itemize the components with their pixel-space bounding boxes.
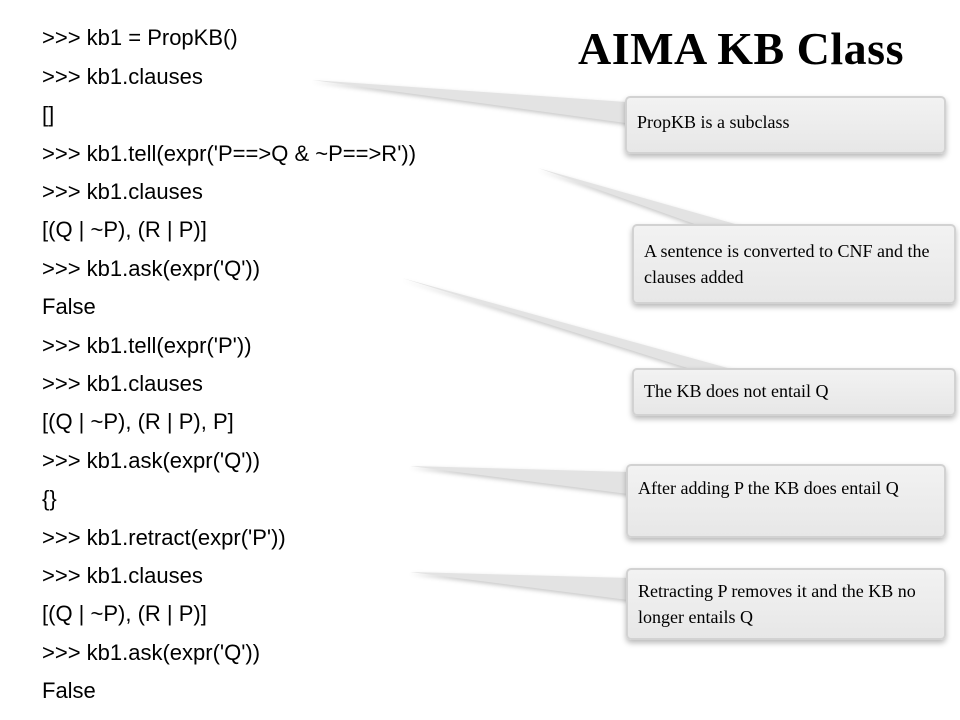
code-line: [(Q | ~P), (R | P), P] <box>42 409 234 434</box>
callout-pointer-1 <box>312 80 640 125</box>
callout-pointer-3 <box>402 278 742 372</box>
code-line: {} <box>42 486 57 511</box>
callout-cnf-clauses: A sentence is converted to CNF and the c… <box>632 224 956 304</box>
callout-pointer-2 <box>538 168 742 226</box>
code-line: >>> kb1.retract(expr('P')) <box>42 525 286 550</box>
callout-pointer-5 <box>410 572 628 600</box>
code-line: >>> kb1.ask(expr('Q')) <box>42 448 261 473</box>
code-line: False <box>42 678 96 703</box>
code-line: >>> kb1.tell(expr('P==>Q & ~P==>R')) <box>42 141 417 166</box>
code-line: False <box>42 294 96 319</box>
code-line: [(Q | ~P), (R | P)] <box>42 601 207 626</box>
code-line: >>> kb1.tell(expr('P')) <box>42 333 252 358</box>
callout-retract: Retracting P removes it and the KB no lo… <box>626 568 946 640</box>
callout-does-entail: After adding P the KB does entail Q <box>626 464 946 538</box>
code-line: [] <box>42 102 55 127</box>
code-line: >>> kb1.clauses <box>42 563 203 588</box>
code-line: >>> kb1.ask(expr('Q')) <box>42 640 261 665</box>
callout-propkb-subclass: PropKB is a subclass <box>625 96 946 154</box>
code-line: >>> kb1.clauses <box>42 179 203 204</box>
callout-pointer-4 <box>410 466 628 494</box>
code-line: >>> kb1.clauses <box>42 64 203 89</box>
callout-not-entail: The KB does not entail Q <box>632 368 956 416</box>
code-line: [(Q | ~P), (R | P)] <box>42 217 207 242</box>
code-line: >>> kb1.ask(expr('Q')) <box>42 256 261 281</box>
code-line: >>> kb1.clauses <box>42 371 203 396</box>
slide-title: AIMA KB Class <box>578 23 904 74</box>
code-line: >>> kb1 = PropKB() <box>42 25 238 50</box>
